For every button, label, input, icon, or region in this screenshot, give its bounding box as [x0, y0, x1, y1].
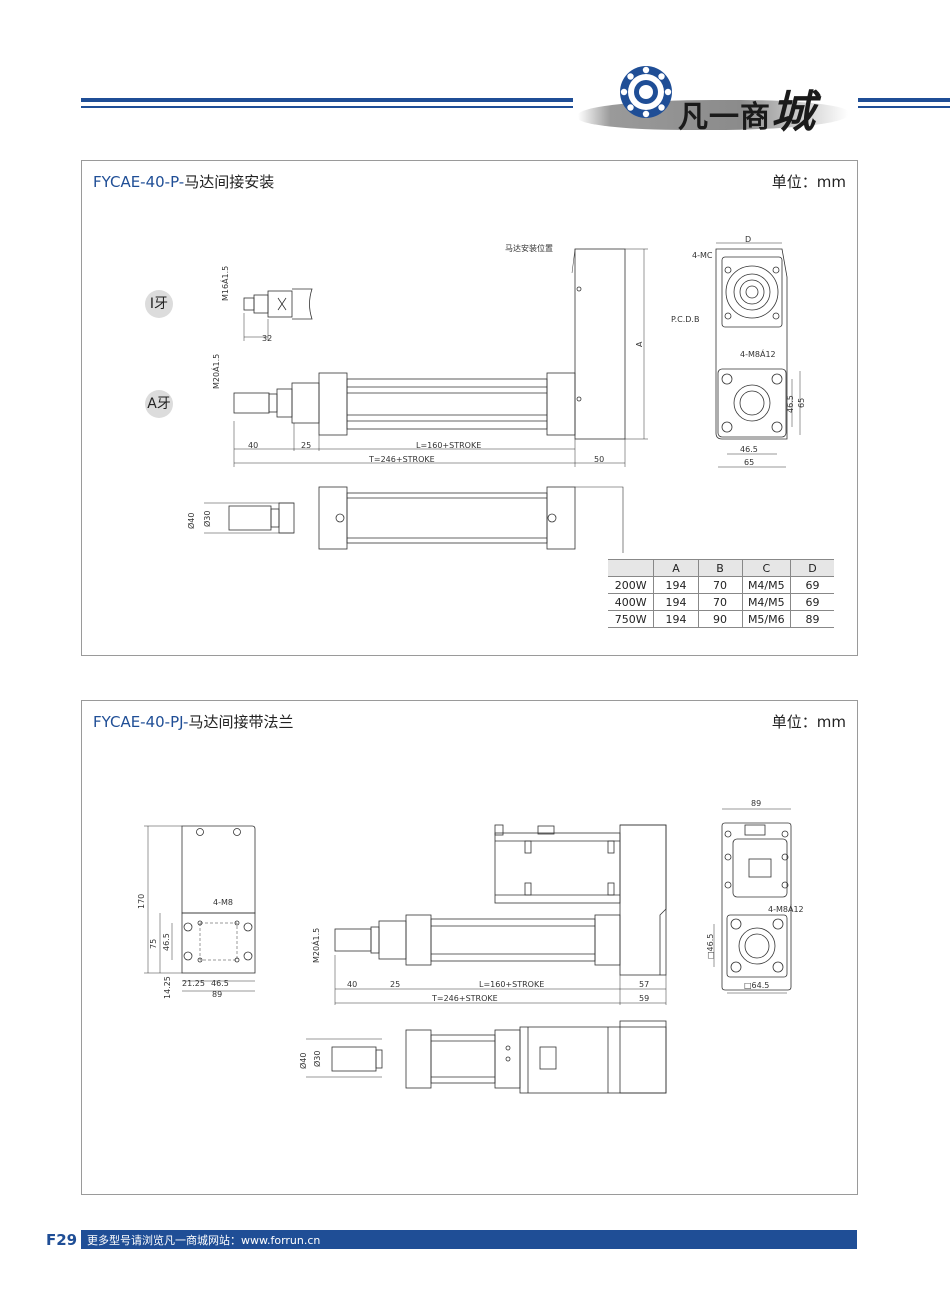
dim-l: L=160+STROKE [416, 441, 481, 450]
table-cell: 70 [697, 576, 742, 594]
actuator-top-view [331, 1020, 667, 1094]
table-row: 200W 194 70 M4/M5 69 [608, 576, 834, 594]
section-panel-pj: FYCAE-40-PJ-马达间接带法兰 单位：mm 170 4-M8 75 46… [81, 700, 858, 1195]
label-4mc: 4-MC [692, 251, 713, 260]
dim-m20: M20Á1.5 [210, 354, 221, 389]
table-header: A [653, 559, 699, 577]
header-line-left [81, 106, 573, 108]
actuator-top-view [228, 486, 624, 553]
brand-logo: 凡一商城 [578, 58, 858, 138]
footer-bar: 更多型号请浏览凡一商城网站：www.forrun.cn [81, 1230, 857, 1249]
dim-75: 75 [149, 939, 158, 949]
i-thread-rod-end [243, 288, 313, 341]
dim-dia30: Ø30 [312, 1051, 322, 1067]
actuator-side-view [233, 248, 626, 440]
dim-sq-645: □64.5 [744, 981, 769, 990]
table-cell: 194 [653, 610, 699, 628]
dim-l: L=160+STROKE [479, 980, 544, 989]
dim-a: A [635, 341, 644, 347]
table-cell: M4/M5 [741, 576, 791, 594]
actuator-side-view [334, 824, 667, 976]
table-row: 750W 194 90 M5/M6 89 [608, 610, 834, 628]
a-thread-badge: A牙 [145, 390, 173, 418]
table-cell: 69 [790, 593, 834, 611]
table-cell: 194 [653, 593, 699, 611]
dim-89: 89 [212, 990, 222, 999]
section-title: FYCAE-40-PJ-马达间接带法兰 [93, 713, 294, 731]
header-bar-left [81, 98, 573, 102]
dim-465-h: 46.5 [211, 979, 229, 988]
dim-57: 57 [639, 980, 649, 989]
dim-top-89: 89 [751, 799, 761, 808]
footer-website-text: 更多型号请浏览凡一商城网站：www.forrun.cn [87, 1234, 321, 1247]
flange-plate [181, 825, 256, 974]
unit-label: 单位：mm [771, 713, 846, 731]
drawing-motor-flange: 170 4-M8 75 46.5 14.25 21.25 46.5 89 M20… [137, 799, 804, 1094]
label-pcd: P.C.D.B [671, 315, 699, 324]
table-header: D [790, 559, 834, 577]
spec-table: A B C D 200W 194 70 M4/M5 69 400W 194 70… [608, 559, 834, 628]
label-4m8: 4-M8Á12 [740, 348, 776, 359]
drawing-motor-indirect: 32 M16Á1.5 M20Á1.5 40 25 L=160 [186, 235, 806, 553]
unit-label: 单位：mm [771, 173, 846, 191]
dim-dia40: Ø40 [298, 1053, 308, 1069]
dim-40: 40 [347, 980, 357, 989]
table-cell: 200W [608, 576, 654, 594]
dim-59: 59 [639, 994, 649, 1003]
dim-d: D [745, 235, 751, 244]
table-cell: 70 [697, 593, 742, 611]
table-cell: M5/M6 [741, 610, 791, 628]
brand-name: 凡一商城 [678, 87, 816, 138]
dim-m20: M20Á1.5 [310, 928, 321, 963]
table-cell: 400W [608, 593, 654, 611]
dim-170: 170 [137, 894, 146, 909]
dim-50: 50 [594, 455, 604, 464]
table-header: B [697, 559, 742, 577]
dim-465-h: 46.5 [740, 445, 758, 454]
table-header [608, 559, 654, 577]
table-header-row: A B C D [608, 559, 834, 577]
actuator-end-view [715, 248, 788, 440]
dim-40: 40 [248, 441, 258, 450]
table-cell: 69 [790, 576, 834, 594]
table-cell: 750W [608, 610, 654, 628]
dim-t: T=246+STROKE [431, 994, 498, 1003]
dim-465-v: 46.5 [162, 933, 171, 951]
i-thread-badge: I牙 [145, 290, 173, 318]
dim-65-h: 65 [744, 458, 754, 467]
dim-m16: M16Á1.5 [219, 266, 230, 301]
page-number: F29 [46, 1231, 78, 1249]
table-header: C [741, 559, 791, 577]
logo-brush-stroke [578, 100, 848, 130]
header-bar-right [858, 98, 950, 102]
actuator-end-view [721, 822, 792, 991]
bearing-logo-icon [620, 66, 672, 118]
table-cell: 90 [697, 610, 742, 628]
dim-t: T=246+STROKE [368, 455, 435, 464]
table-cell: M4/M5 [741, 593, 791, 611]
dim-dia40: Ø40 [186, 513, 196, 529]
table-cell: 89 [790, 610, 834, 628]
dim-2125: 21.25 [182, 979, 205, 988]
label-4m8x12: 4-M8Á12 [768, 903, 804, 914]
dim-sq-465: □46.5 [706, 934, 715, 959]
dim-25: 25 [301, 441, 311, 450]
motor-position-label: 马达安装位置 [505, 243, 553, 253]
header-line-right [858, 106, 950, 108]
dim-1425: 14.25 [163, 976, 172, 999]
table-row: 400W 194 70 M4/M5 69 [608, 593, 834, 611]
label-4m8: 4-M8 [213, 898, 233, 907]
dim-25: 25 [390, 980, 400, 989]
section-panel-p: FYCAE-40-P-马达间接安装 单位：mm I牙 A牙 32 M16Á1.5 [81, 160, 858, 656]
dim-32: 32 [262, 334, 272, 343]
table-cell: 194 [653, 576, 699, 594]
dim-465-v: 46.5 [786, 395, 795, 413]
dim-65-v: 65 [797, 398, 806, 408]
dim-dia30: Ø30 [202, 511, 212, 527]
section-title: FYCAE-40-P-马达间接安装 [93, 173, 275, 191]
